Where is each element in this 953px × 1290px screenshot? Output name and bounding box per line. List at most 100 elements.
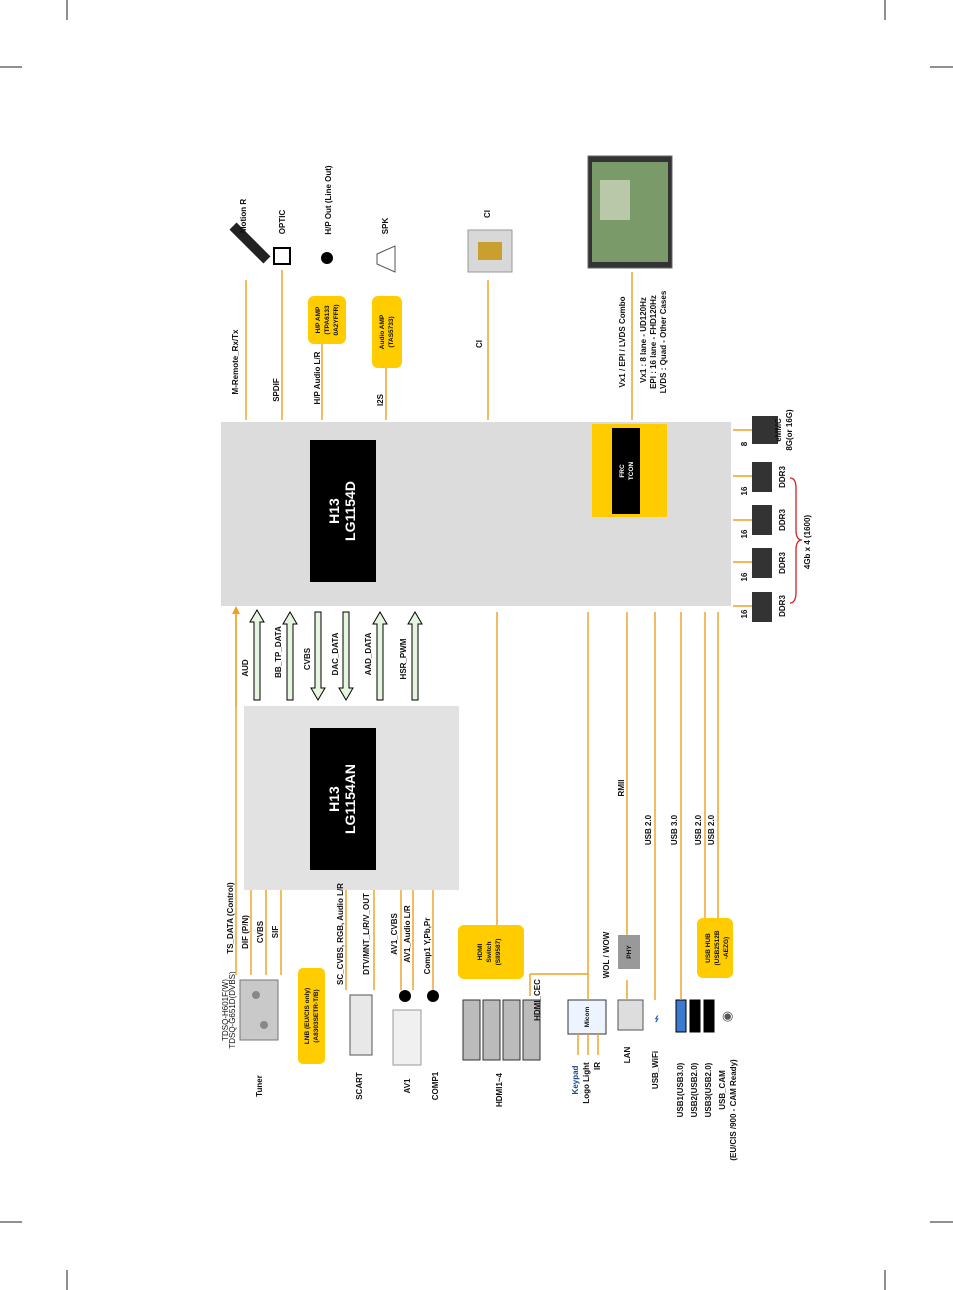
ddr-chips [752, 416, 778, 622]
tuner-lines [235, 608, 282, 975]
usb-speed-3: USB 2.0 [707, 814, 716, 845]
tuner-sig-dif: DIF (P/N) [241, 915, 250, 949]
usb-speed-2: USB 2.0 [694, 814, 703, 845]
optic-icon [273, 247, 291, 265]
ir-label: IR [593, 1062, 602, 1070]
optic-label: OPTIC [278, 210, 287, 235]
usb-cam-label: USB_CAM [718, 1070, 727, 1110]
hp-amp-line2: (TPA6133 [324, 305, 331, 335]
hp-amp [308, 296, 346, 344]
sub-soc-line1: H13 [326, 786, 342, 812]
scart-connector [349, 994, 373, 1056]
rmii-label: RMII [617, 780, 626, 797]
usb-port-1-label: USB1(USB3.0) [676, 1062, 685, 1117]
av1-port-label: AV1 [403, 1078, 412, 1094]
av1-jack-icon [399, 990, 411, 1002]
phy-label: PHY [626, 945, 633, 959]
ddr-label-3: DDR3 [778, 509, 787, 531]
tuner-sig-ts: TS_DATA (Control) [226, 882, 235, 954]
motion-remote-icon [229, 222, 271, 264]
sig-hsr-pwm: HSR_PWM [399, 638, 408, 679]
audio-amp-line1: Audio AMP [379, 314, 386, 349]
emmc-label1: eMMC [774, 418, 783, 442]
ddr-label-4: DDR3 [778, 466, 787, 488]
motion-label: Motion R [239, 199, 248, 233]
av1-label: COMP1 [431, 1071, 440, 1100]
usb-hub-line2: (USB2512B [714, 930, 721, 965]
tuner-model2: TDSQ-G651D(DVBS) [228, 971, 237, 1049]
lnb-block [298, 968, 325, 1064]
main-soc-line1: H13 [326, 498, 342, 524]
av1-cable-icon [392, 1009, 422, 1066]
panel-line1: Vx1 / EPI / LVDS Combo [618, 296, 627, 387]
lan-port-icon [617, 999, 644, 1031]
hdmi-label: HDMI1~4 [495, 1072, 504, 1107]
frc-line1: FRC [619, 464, 626, 478]
usb3-port [703, 999, 715, 1033]
spk-label: SPK [381, 218, 390, 235]
tuner-model1: TDSQ-H601F(W) [221, 979, 230, 1041]
usb1-port [675, 999, 687, 1033]
main-soc-line2: LG1154D [342, 481, 358, 541]
hp-sig: H/P Audio L/R [313, 351, 322, 404]
usb-hub-line3: -AEZG) [723, 937, 730, 959]
lan-label: LAN [623, 1047, 632, 1064]
inter-chip-arrows [232, 606, 423, 706]
bus-width-3: 16 [740, 529, 749, 538]
wol-label: WOL / WOW [602, 931, 611, 978]
comp1-jack-icon [427, 990, 439, 1002]
usb-cam-icon: ◉ [722, 1008, 733, 1023]
usb2-port [689, 999, 701, 1033]
sub-soc-line2: LG1154AN [342, 764, 358, 834]
micom-label: Micom [584, 1006, 591, 1027]
keypad-label: Keypad [571, 1065, 580, 1094]
lnb-line2: (A8303SETR-T/B) [313, 989, 320, 1042]
bus-width-4: 16 [740, 486, 749, 495]
sig-aad-data: AAD_DATA [364, 632, 373, 675]
usb-hub-line1: USB HUB [705, 933, 712, 963]
inter-chip-labels: AUD BB_TP_DATA CVBS DAC_DATA AAD_DATA HS… [241, 626, 408, 680]
hp-amp-line3: 0A2YFFR) [333, 304, 340, 335]
sig-dac-data: DAC_DATA [331, 632, 340, 675]
i2s-sig: I2S [376, 393, 385, 406]
panel-line3: EPI : 16 lane - FHD120Hz [649, 295, 658, 389]
ddr-label-1: DDR3 [778, 595, 787, 617]
spdif-sig: SPDIF [272, 378, 281, 402]
comp1-sig1: Comp1 Y,Pb,Pr [423, 918, 432, 975]
wifi-icon: ⌁ [648, 1015, 664, 1023]
bus-width-1: 16 [740, 609, 749, 618]
scart-sig1: SC_CVBS, RGB, Audio L/R [336, 883, 345, 985]
ci-sig: CI [475, 340, 484, 348]
usb-cam-note: (EU/CIS /900 - CAM Ready) [729, 1059, 738, 1161]
hdmi-switch [458, 925, 524, 979]
tuner-icon [239, 979, 279, 1041]
panel-line2: Vx1 : 8 lane - UD120Hz [639, 297, 648, 383]
hdmi-cec: HDMI_CEC [533, 979, 542, 1021]
scart-sig2: DTV/MNT_L/R/V_OUT [362, 893, 371, 975]
sig-bb-tp-data: BB_TP_DATA [274, 626, 283, 678]
hp-amp-line1: H/P AMP [315, 306, 322, 333]
hp-jack-icon [321, 252, 333, 264]
tuner-sig-cvbs: CVBS [256, 920, 265, 943]
av1-sig2: AV1_Audio L/R [403, 905, 412, 962]
usb-wifi-label: USB_WiFi [651, 1051, 660, 1089]
ddr-note: 4Gb x 4 (1600) [803, 515, 812, 570]
emmc-label2: 8G(or 16G) [785, 409, 794, 451]
tuner: Tuner TDSQ-H601F(W) TDSQ-G651D(DVBS) [221, 971, 279, 1097]
hdmi-switch-line1: HDMI [477, 944, 484, 961]
audio-amp-line2: (TAS5733) [388, 316, 395, 347]
hdmi-switch-line3: (SII9587) [495, 939, 502, 966]
sig-aud: AUD [241, 659, 250, 677]
logo-light-label: Logo Light [582, 1062, 591, 1104]
hp-label: H/P Out (Line Out) [324, 165, 333, 235]
usb-port-2-label: USB2(USB2.0) [690, 1062, 699, 1117]
tuner-label: Tuner [255, 1075, 264, 1097]
frc-tcon-chip [612, 428, 640, 514]
frc-line2: TCON [628, 461, 635, 480]
usb-speed-0: USB 2.0 [644, 814, 653, 845]
usb-speed-1: USB 3.0 [670, 814, 679, 845]
usb-port-3-label: USB3(USB2.0) [704, 1062, 713, 1117]
panel-line4: LVDS : Quad - Other Cases [659, 290, 668, 393]
